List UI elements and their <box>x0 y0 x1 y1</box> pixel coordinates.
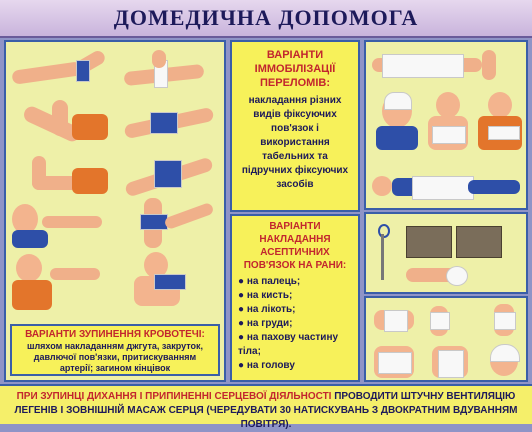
aseptic-item: ● на кисть; <box>238 290 293 301</box>
head-bandage-illustration <box>372 90 422 152</box>
hand-bandage-illustration <box>370 302 420 338</box>
bandage-package-illustration <box>406 226 452 258</box>
bleeding-text: шляхом накладанням джгута, закруток, дав… <box>26 341 204 373</box>
groin-bandage-illustration <box>426 342 476 380</box>
arm-sling-illustration <box>474 90 524 152</box>
neck-pressure-illustration <box>12 200 112 248</box>
arm-bandage-illustration <box>124 146 222 198</box>
aseptic-title: ВАРІАНТИ НАКЛАДАННЯ АСЕПТИЧНИХ ПОВ'ЯЗОК … <box>243 221 347 271</box>
arm-pressure-illustration <box>123 96 222 142</box>
aseptic-item: ● на палець; <box>238 276 301 287</box>
bandage-package-2-illustration <box>456 226 502 258</box>
bleeding-title: ВАРІАНТИ ЗУПИНЕННЯ КРОВОТЕЧІ: <box>25 329 205 340</box>
page-title: ДОМЕДИЧНА ДОПОМОГА <box>113 5 419 30</box>
aseptic-item: ● на груди; <box>238 318 293 329</box>
leg-tourniquet-illustration <box>124 198 222 250</box>
chest-bandage-illustration <box>426 90 470 152</box>
elbow-bandage-illustration <box>426 302 476 338</box>
torso-pressure-illustration <box>12 254 112 316</box>
splinted-arm-illustration <box>372 48 524 84</box>
arm-tourniquet-illustration <box>11 48 112 88</box>
chest-bandage-2-illustration <box>370 342 420 380</box>
aseptic-item: ● на пахову частину тіла; <box>238 332 339 357</box>
shoulder-bandage-illustration <box>124 252 222 312</box>
aseptic-label: ВАРІАНТИ НАКЛАДАННЯ АСЕПТИЧНИХ ПОВ'ЯЗОК … <box>230 214 360 382</box>
bleeding-panel: ВАРІАНТИ ЗУПИНЕННЯ КРОВОТЕЧІ: шляхом нак… <box>4 40 226 382</box>
aseptic-item: ● на голову <box>238 360 295 371</box>
title-bar: ДОМЕДИЧНА ДОПОМОГА <box>0 0 532 38</box>
bandage-roll-illustration <box>406 264 486 286</box>
aseptic-item: ● на лікоть; <box>238 304 296 315</box>
bandage-types-panel <box>364 296 528 382</box>
immobilization-panel <box>364 40 528 210</box>
immobilization-label: ВАРІАНТИ ІММОБІЛІЗАЦІЇ ПЕРЕЛОМІВ: наклад… <box>230 40 360 212</box>
scissors-illustration <box>372 224 392 284</box>
materials-panel <box>364 212 528 294</box>
aseptic-list: ● на палець; ● на кисть; ● на лікоть; ● … <box>238 275 352 373</box>
footer-text: ПРИ ЗУПИНЦІ ДИХАННЯ І ПРИПИНЕННІ СЕРЦЕВО… <box>0 390 532 432</box>
head-bandage-2-illustration <box>482 342 526 380</box>
bent-arm-2-illustration <box>12 150 112 196</box>
footer-red-text: ПРИ ЗУПИНЦІ ДИХАННЯ І ПРИПИНЕННІ СЕРЦЕВО… <box>16 391 332 402</box>
lying-patient-illustration <box>372 162 524 202</box>
bent-arm-illustration <box>12 96 112 146</box>
knee-bandage-illustration <box>482 302 526 338</box>
immobilization-text: накладання різних видів фіксуючих пов'яз… <box>241 95 349 190</box>
bleeding-label: ВАРІАНТИ ЗУПИНЕННЯ КРОВОТЕЧІ: шляхом нак… <box>10 324 220 376</box>
footer-bar: ПРИ ЗУПИНЦІ ДИХАННЯ І ПРИПИНЕННІ СЕРЦЕВО… <box>0 384 532 430</box>
arm-twist-illustration <box>123 50 222 90</box>
immobilization-title: ВАРІАНТИ ІММОБІЛІЗАЦІЇ ПЕРЕЛОМІВ: <box>254 49 336 89</box>
